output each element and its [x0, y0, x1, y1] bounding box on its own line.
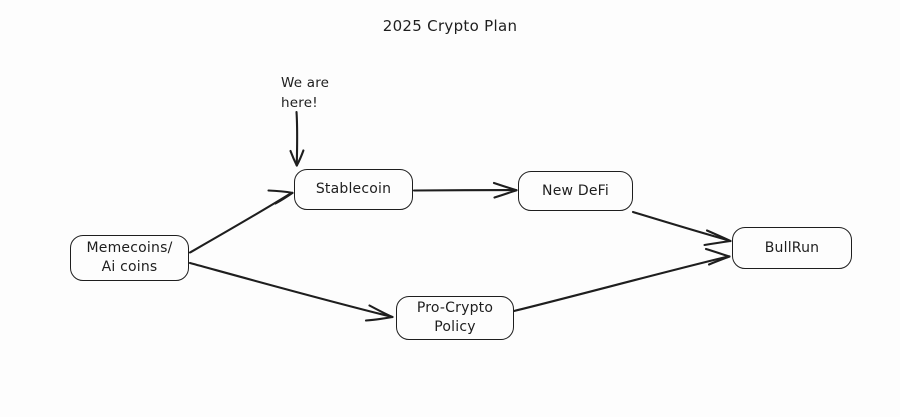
- edge-memecoins-to-stablecoin: [188, 189, 294, 254]
- edge-annotation-to-stablecoin: [289, 110, 305, 167]
- annotation-we-are-here: We are here!: [281, 75, 330, 111]
- node-pro-crypto-policy-label: Pro-Crypto Policy: [416, 300, 494, 335]
- diagram-title: 2025 Crypto Plan: [382, 17, 518, 35]
- node-stablecoin-label: Stablecoin: [315, 181, 392, 198]
- edge-newdefi-to-bullrun: [631, 210, 732, 247]
- node-bullrun[interactable]: BullRun: [732, 227, 852, 269]
- node-bullrun-label: BullRun: [764, 239, 820, 256]
- node-pro-crypto-policy[interactable]: Pro-Crypto Policy: [396, 296, 514, 340]
- node-new-defi-label: New DeFi: [542, 182, 609, 199]
- node-memecoins-label: Memecoins/ Ai coins: [86, 240, 173, 275]
- node-stablecoin[interactable]: Stablecoin: [294, 169, 413, 210]
- node-new-defi[interactable]: New DeFi: [518, 171, 633, 211]
- edge-stablecoin-to-newdefi: [412, 181, 518, 199]
- node-memecoins[interactable]: Memecoins/ Ai coins: [70, 235, 189, 281]
- edge-policy-to-bullrun: [512, 247, 731, 313]
- edge-memecoins-to-policy: [188, 261, 394, 322]
